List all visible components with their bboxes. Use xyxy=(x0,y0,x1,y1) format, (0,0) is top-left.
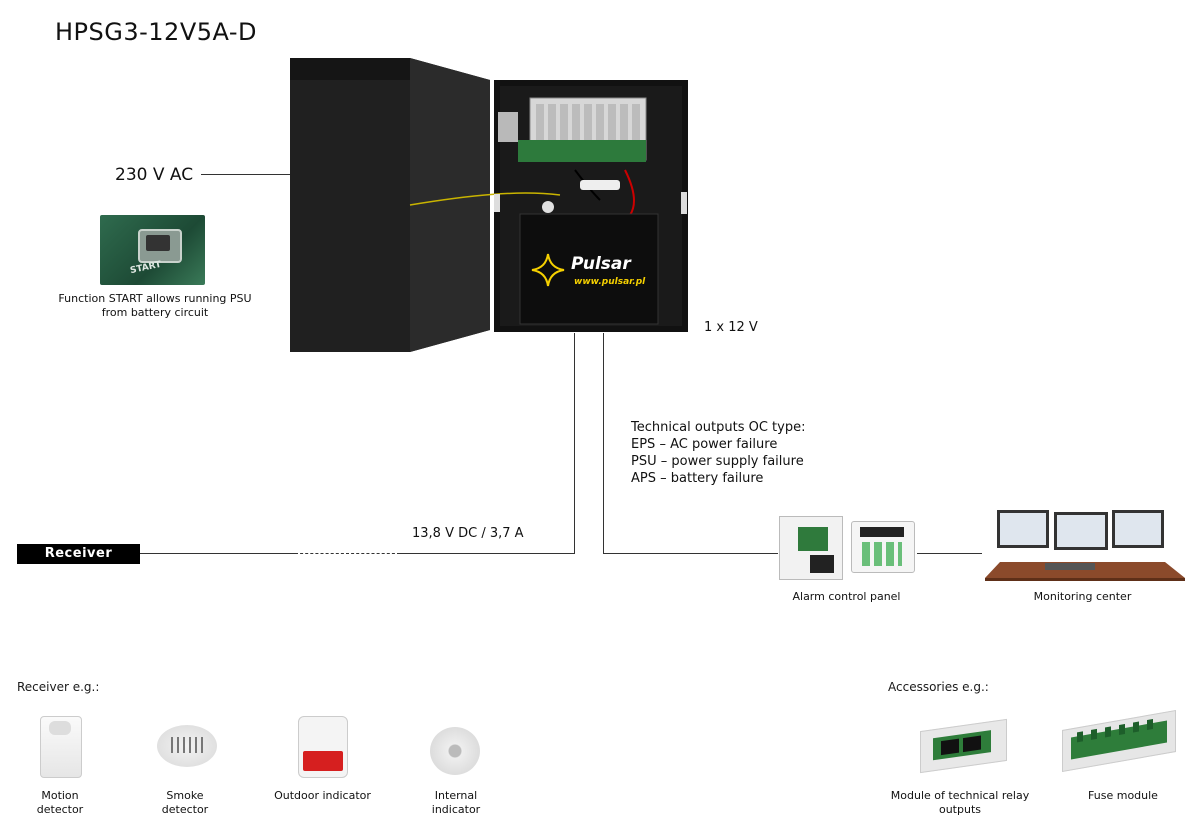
oc-line-horizontal xyxy=(603,553,778,554)
alarm-panel-photo xyxy=(779,516,843,580)
keypad-photo xyxy=(851,521,915,573)
alarm-panel-caption: Alarm control panel xyxy=(792,590,901,603)
dc-line-dashed xyxy=(295,553,400,554)
motion-detector-icon xyxy=(40,716,82,778)
technical-output-aps: APS – battery failure xyxy=(631,471,764,486)
technical-outputs-heading: Technical outputs OC type: xyxy=(631,420,806,435)
logo-brand: Pulsar xyxy=(571,254,631,274)
outdoor-indicator-icon xyxy=(298,716,348,778)
start-button-photo: START xyxy=(100,215,205,285)
start-caption: Function START allows running PSU from b… xyxy=(58,292,252,319)
input-voltage-label: 230 V AC xyxy=(115,165,194,185)
battery-label: 1 x 12 V xyxy=(704,320,758,335)
receiver-box: Receiver xyxy=(17,544,140,564)
accessory-item: Fuse module xyxy=(1088,789,1158,802)
pulsar-logo-icon xyxy=(531,253,565,287)
smoke-detector-icon xyxy=(157,725,217,767)
dc-line-left xyxy=(140,553,295,554)
monitoring-caption: Monitoring center xyxy=(1033,590,1132,603)
output-voltage-label: 13,8 V DC / 3,7 A xyxy=(412,526,524,541)
internal-indicator-icon xyxy=(430,727,480,775)
oc-output-line-vertical xyxy=(603,333,604,554)
accessories-heading: Accessories e.g.: xyxy=(888,680,989,694)
page-title: HPSG3-12V5A-D xyxy=(55,18,258,46)
receiver-examples-heading: Receiver e.g.: xyxy=(17,680,100,694)
logo-url: www.pulsar.pl xyxy=(574,277,646,287)
technical-output-eps: EPS – AC power failure xyxy=(631,437,778,452)
dc-output-line-vertical xyxy=(574,333,575,554)
input-line xyxy=(201,174,291,175)
technical-output-psu: PSU – power supply failure xyxy=(631,454,804,469)
dc-line-right xyxy=(400,553,575,554)
technical-outputs: Technical outputs OC type: EPS – AC powe… xyxy=(631,419,805,487)
alarm-to-monitoring-line xyxy=(917,553,982,554)
battery xyxy=(519,213,659,325)
receiver-item: Outdoor indicator xyxy=(274,789,371,802)
